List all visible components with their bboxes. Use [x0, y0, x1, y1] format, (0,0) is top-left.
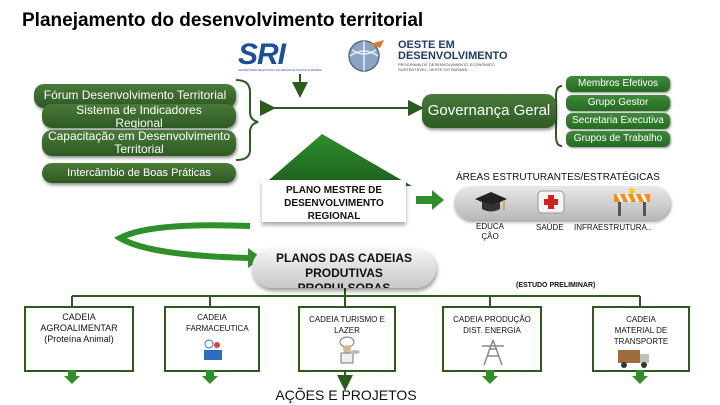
capacitacao-pill[interactable]: Capacitação em Desenvolvimento Territori…	[42, 130, 236, 156]
cadeia-box-transporte[interactable]: CADEIA MATERIAL DE TRANSPORTE	[592, 306, 690, 372]
cadeia-farmaceutica-label: CADEIA FARMACEUTICA	[186, 313, 249, 333]
forum-label: Fórum Desenvolvimento Territorial	[43, 88, 227, 102]
secretaria-executiva-button[interactable]: Secretaria Executiva	[566, 113, 670, 129]
estudo-label: (ESTUDO PRELIMINAR)	[516, 282, 596, 289]
sri-logo-text: SRI	[238, 38, 286, 71]
arrow-down-icon-3	[482, 370, 498, 389]
plano-mestre-label: PLANO MESTRE DE DESENVOLVIMENTO REGIONAL	[284, 185, 384, 222]
grupo-gestor-button[interactable]: Grupo Gestor	[566, 95, 670, 111]
indicadores-label: Sistema de Indicadores Regional	[76, 104, 202, 128]
capacitacao-label: Capacitação em Desenvolvimento Territori…	[47, 130, 231, 156]
oeste-logo-sub2: SUSTENTÁVEL, OESTE DO PARANÁ	[398, 67, 468, 72]
area-saude-label: SAÚDE	[536, 223, 564, 232]
cadeia-box-energia[interactable]: CADEIA PRODUÇÃO DIST. ENERGIA	[442, 306, 542, 372]
cadeia-energia-label: CADEIA PRODUÇÃO DIST. ENERGIA	[453, 315, 531, 335]
sri-logo-subtitle: SECRETARIA DE ESTADO DE REGIONALIZAÇÃO E…	[238, 68, 322, 72]
power-tower-icon	[478, 338, 508, 371]
planos-cadeias-pill[interactable]: PLANOS DAS CADEIAS PRODUTIVAS PROPULSORA…	[252, 248, 436, 288]
cadeia-box-farmaceutica[interactable]: CADEIA FARMACEUTICA	[164, 306, 260, 372]
oeste-logo-line2: DESENVOLVIMENTO	[398, 50, 508, 62]
graduation-cap-icon	[474, 188, 508, 221]
intercambio-label: Intercâmbio de Boas Práticas	[67, 167, 211, 179]
intercambio-pill[interactable]: Intercâmbio de Boas Práticas	[42, 163, 236, 183]
truck-icon	[616, 348, 652, 375]
governanca-label: Governança Geral	[427, 102, 551, 119]
road-barrier-icon	[610, 186, 654, 223]
red-cross-icon	[536, 188, 566, 221]
plano-mestre-box: PLANO MESTRE DE DESENVOLVIMENTO REGIONAL	[262, 180, 406, 222]
oeste-logo-sub1: PROGRAMA DE DESENVOLVIMENTO ECONÔMICO	[398, 62, 495, 67]
oeste-logo: OESTE EM DESENVOLVIMENTO PROGRAMA DE DES…	[398, 39, 528, 73]
area-educacao-label: EDUCAÇÃO	[476, 222, 505, 241]
acoes-projetos-label: AÇÕES E PROJETOS	[275, 387, 417, 403]
areas-title: ÁREAS ESTRUTURANTES/ESTRATÉGICAS	[456, 172, 660, 183]
cadeia-box-turismo[interactable]: CADEIA TURISMO E LAZER	[298, 306, 396, 372]
arrow-down-icon-2	[202, 370, 218, 389]
cadeia-transporte-label: CADEIA MATERIAL DE TRANSPORTE	[613, 315, 669, 346]
chef-icon	[334, 336, 360, 369]
grupos-trabalho-button[interactable]: Grupos de Trabalho	[566, 131, 670, 147]
oeste-logo-line1: OESTE EM	[398, 39, 455, 51]
indicadores-pill[interactable]: Sistema de Indicadores Regional	[42, 104, 236, 128]
sri-logo: SRI SECRETARIA DE ESTADO DE REGIONALIZAÇ…	[238, 38, 322, 74]
cadeia-box-agroalimentar[interactable]: CADEIA AGROALIMENTAR (Proteína Animal)	[24, 306, 134, 372]
arrow-down-icon-1	[64, 370, 80, 389]
cadeia-turismo-label: CADEIA TURISMO E LAZER	[309, 315, 385, 335]
cadeia-agroalimentar-label: CADEIA AGROALIMENTAR (Proteína Animal)	[40, 312, 118, 344]
planos-cadeias-label: PLANOS DAS CADEIAS PRODUTIVAS PROPULSORA…	[275, 251, 412, 288]
arrow-down-icon-4	[632, 370, 648, 389]
pharmacy-icon	[200, 336, 226, 367]
globe-icon	[340, 36, 392, 81]
membros-efetivos-button[interactable]: Membros Efetivos	[566, 76, 670, 92]
page-title: Planejamento do desenvolvimento territor…	[22, 10, 424, 31]
governanca-pill[interactable]: Governança Geral	[422, 94, 556, 128]
area-infra-label: INFRAESTRUTURA..	[574, 223, 652, 232]
